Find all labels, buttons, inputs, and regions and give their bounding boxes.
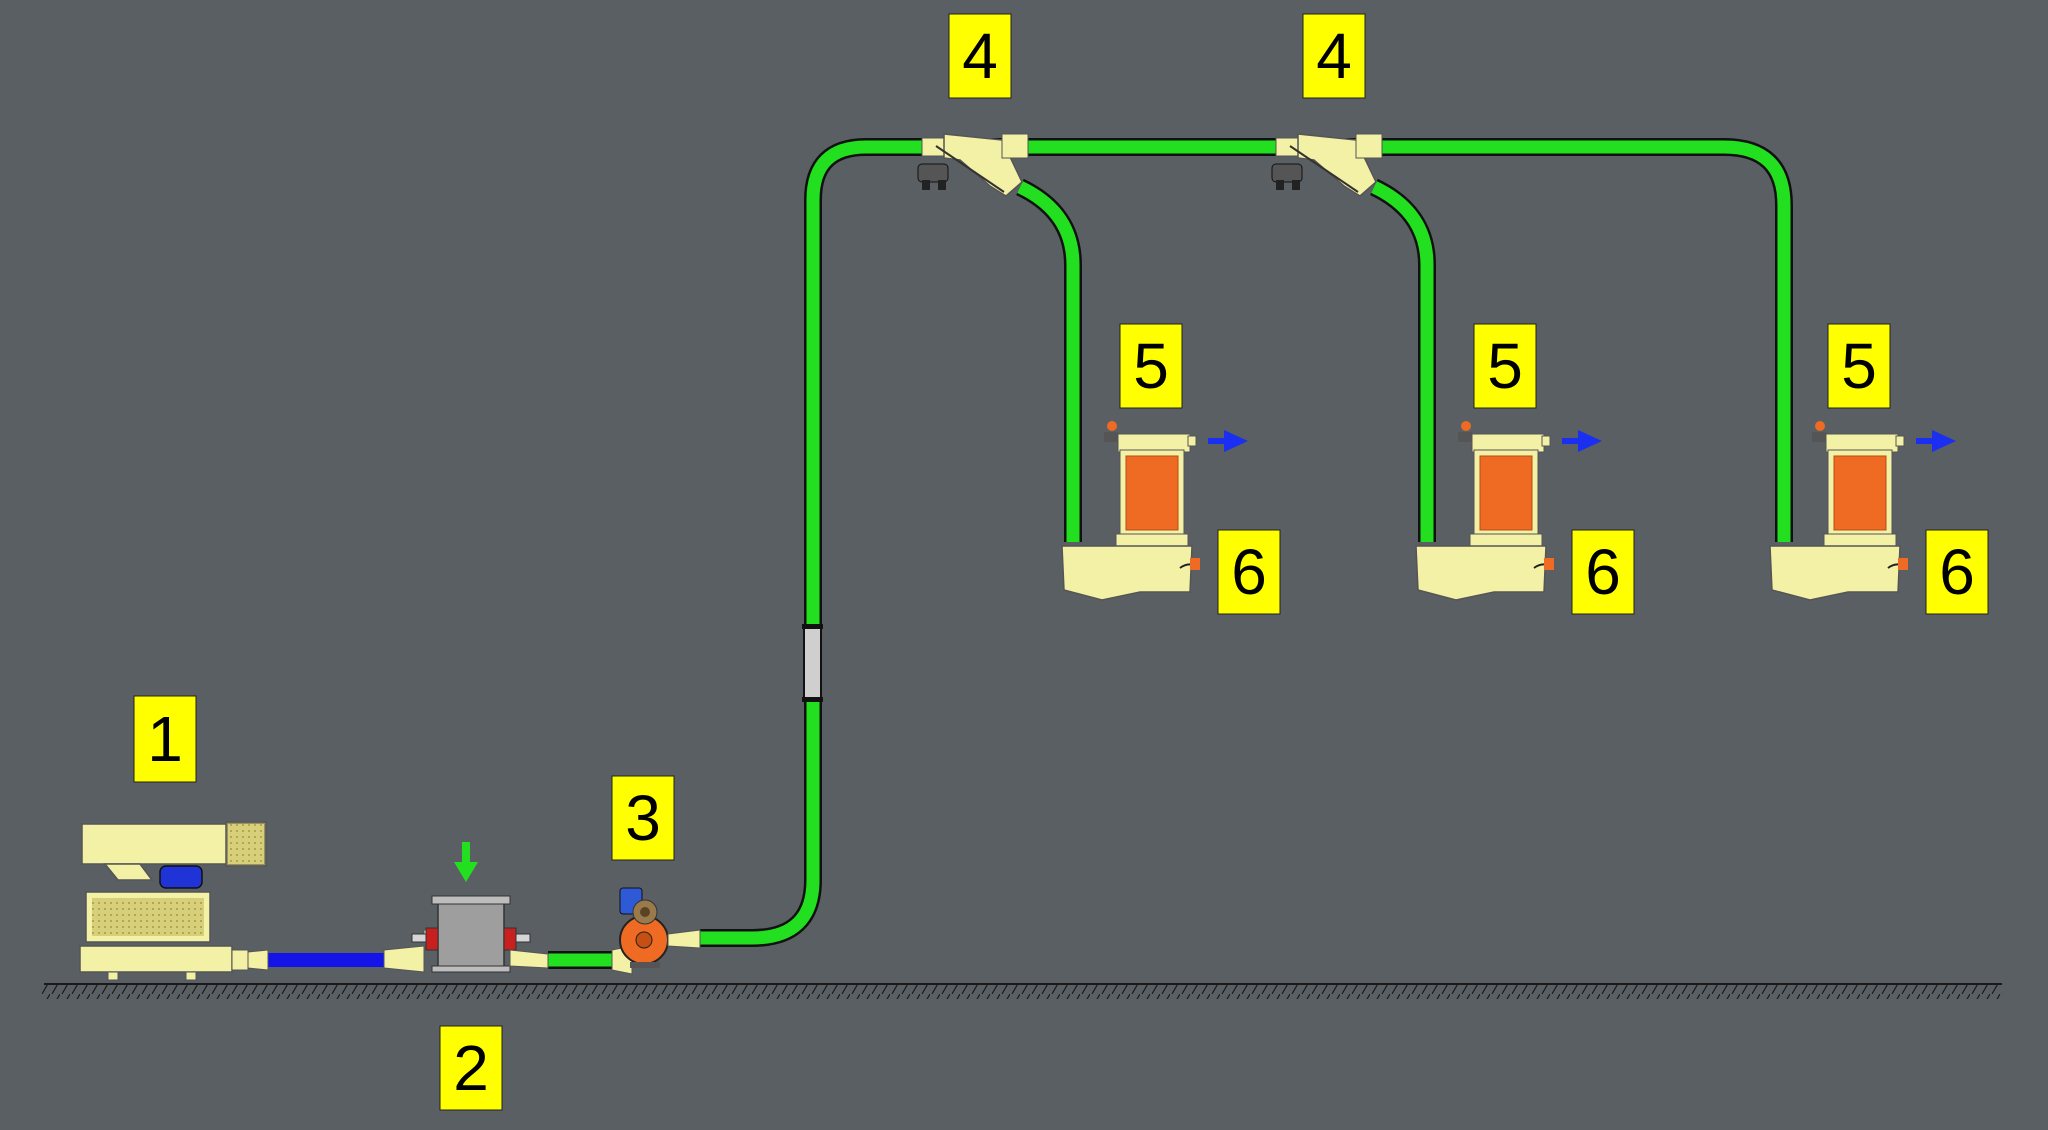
svg-text:4: 4 xyxy=(1316,20,1352,92)
pump xyxy=(611,887,701,975)
label-pump: 3 xyxy=(611,775,675,861)
air-line xyxy=(268,953,384,967)
receiver-3 xyxy=(1769,421,1908,601)
svg-text:6: 6 xyxy=(1939,536,1975,608)
receiver-1 xyxy=(1061,421,1200,601)
sight-glass xyxy=(803,627,822,699)
label-diverter-2: 4 xyxy=(1302,13,1366,99)
svg-text:5: 5 xyxy=(1487,330,1523,402)
svg-text:3: 3 xyxy=(625,782,661,854)
diverter-2 xyxy=(1271,133,1383,197)
receiver-2 xyxy=(1415,421,1554,601)
label-blower: 1 xyxy=(133,695,197,783)
label-rotary-valve: 2 xyxy=(439,1025,503,1111)
feed-arrow xyxy=(454,842,478,882)
arrow-right-icon xyxy=(1916,430,1956,452)
svg-text:4: 4 xyxy=(962,20,998,92)
label-filter-1: 5 xyxy=(1119,323,1183,409)
svg-text:6: 6 xyxy=(1231,536,1267,608)
ground xyxy=(42,983,2002,999)
label-filter-3: 5 xyxy=(1827,323,1891,409)
label-hopper-1: 6 xyxy=(1217,529,1281,615)
label-diverter-1: 4 xyxy=(948,13,1012,99)
rotary-valve xyxy=(383,895,549,973)
svg-text:5: 5 xyxy=(1841,330,1877,402)
diverter-1 xyxy=(917,133,1029,197)
label-hopper-3: 6 xyxy=(1925,529,1989,615)
arrow-right-icon xyxy=(1562,430,1602,452)
blower xyxy=(79,821,269,981)
arrow-right-icon xyxy=(1208,430,1248,452)
label-filter-2: 5 xyxy=(1473,323,1537,409)
svg-text:6: 6 xyxy=(1585,536,1621,608)
label-hopper-2: 6 xyxy=(1571,529,1635,615)
svg-text:2: 2 xyxy=(453,1032,489,1104)
svg-text:1: 1 xyxy=(147,703,183,775)
svg-text:5: 5 xyxy=(1133,330,1169,402)
